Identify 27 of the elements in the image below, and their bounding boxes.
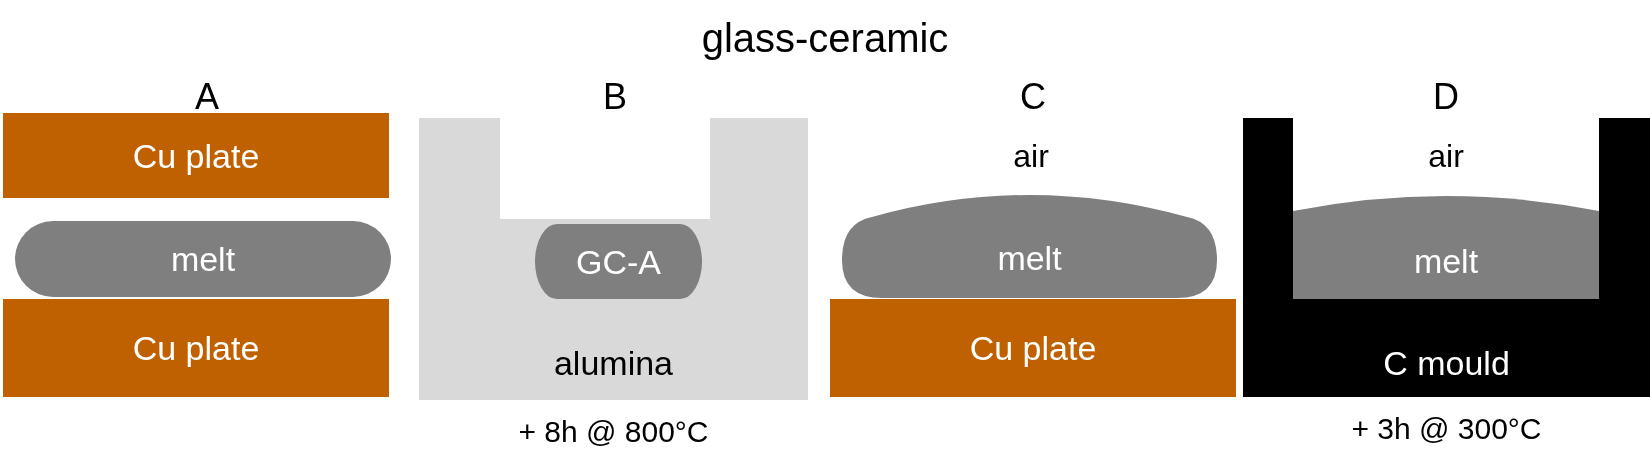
carbon-mould bbox=[1243, 118, 1650, 397]
panel-letter: B bbox=[603, 76, 627, 118]
layer-label: Cu plate bbox=[969, 328, 1097, 368]
glass-ceramic-sample bbox=[535, 224, 702, 299]
medium-label: air bbox=[1428, 137, 1464, 175]
alumina-crucible bbox=[419, 118, 808, 400]
copper-plate bbox=[3, 113, 389, 198]
title: glass-ceramic bbox=[701, 15, 949, 61]
process-note: + 3h @ 300°C bbox=[1351, 412, 1542, 446]
melt-shape bbox=[842, 195, 1217, 298]
layer-label: melt bbox=[1413, 241, 1479, 281]
layer-label: GC-A bbox=[576, 242, 661, 281]
process-note: + 8h @ 800°C bbox=[518, 415, 709, 449]
layer-label: alumina bbox=[553, 343, 674, 383]
layer-label: melt bbox=[997, 238, 1062, 278]
melt-shape bbox=[15, 221, 391, 297]
melt-shape bbox=[1293, 196, 1599, 299]
panel-letter: C bbox=[1020, 76, 1046, 118]
copper-plate bbox=[3, 299, 389, 397]
panel-letter: A bbox=[195, 76, 219, 118]
layer-label: C mould bbox=[1383, 343, 1510, 383]
layer-label: Cu plate bbox=[132, 328, 260, 368]
copper-plate bbox=[830, 299, 1236, 397]
medium-label: air bbox=[1013, 137, 1049, 175]
layer-label: Cu plate bbox=[132, 136, 260, 175]
panel-letter: D bbox=[1433, 76, 1459, 118]
layer-label: melt bbox=[170, 239, 236, 279]
